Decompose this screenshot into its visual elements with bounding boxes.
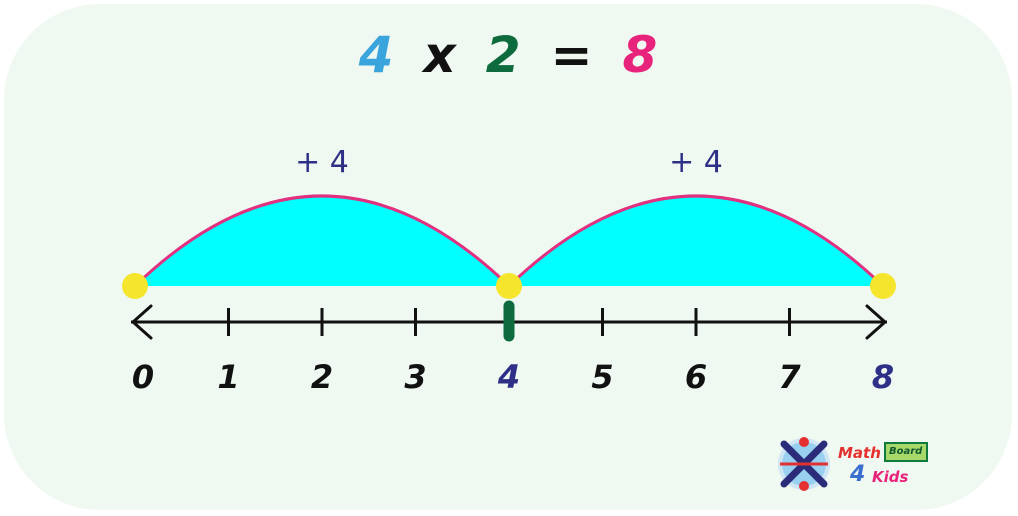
jump-point-4 — [496, 273, 522, 299]
mathboard4kids-logo: Math Board 4 Kids — [776, 436, 936, 494]
equation-equals-sign: = — [550, 26, 595, 84]
logo-kids-text: Kids — [872, 468, 909, 486]
logo-board-text: Board — [889, 446, 923, 457]
equation-result: 8 — [622, 26, 660, 84]
equation-factor-b: 2 — [485, 26, 523, 84]
tick-label-5: 5 — [591, 358, 613, 396]
hop-arc-1 — [133, 194, 511, 288]
equation-factor-a: 4 — [358, 26, 396, 84]
logo-four-text: 4 — [850, 462, 866, 487]
tick-label-7: 7 — [778, 358, 801, 396]
tick-label-1: 1 — [217, 358, 239, 396]
tick-label-8: 8 — [872, 358, 894, 396]
equation-times-sign: x — [423, 26, 458, 84]
tick-label-0: 0 — [132, 358, 154, 396]
tick-label-2: 2 — [311, 358, 333, 396]
hop-label-2: + 4 — [669, 145, 723, 180]
jump-point-0 — [122, 273, 148, 299]
hop-label-1: + 4 — [295, 145, 349, 180]
left-arrow-icon — [131, 304, 153, 340]
right-arrow-icon — [865, 304, 887, 340]
jump-point-8 — [870, 273, 896, 299]
logo-emblem-icon — [778, 437, 928, 491]
logo-math-text: Math — [838, 444, 881, 462]
tick-label-6: 6 — [685, 358, 707, 396]
tick-label-3: 3 — [404, 358, 426, 396]
hop-arc-2 — [507, 194, 885, 288]
tick-label-4: 4 — [497, 358, 520, 396]
